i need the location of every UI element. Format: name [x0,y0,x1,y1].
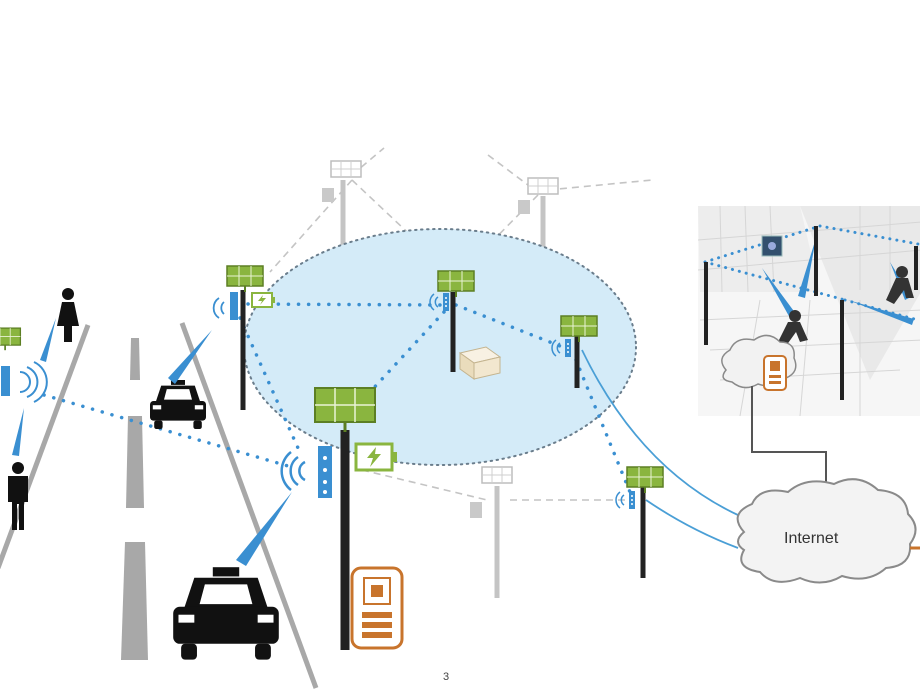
faded-streetlight-3 [470,466,513,598]
taxi-icon [150,380,206,429]
page-number: 3 [443,671,449,683]
streetlight-main [280,387,404,650]
road-edge-right [179,322,319,689]
wired-backhaul-links [581,349,741,549]
solar-panel-icon [226,265,264,293]
person-icon [778,310,808,346]
streetlight-a [212,265,275,410]
edge-server-icon [350,566,404,650]
indoor-tracking-inset [697,205,920,417]
sensor-icon [470,502,482,518]
solar-panel-icon [527,177,559,195]
internet-label: Internet [784,530,839,547]
battery-charging-icon [251,292,275,308]
solar-panel-icon [481,466,513,484]
lane-marking [130,338,140,380]
wireless-beams [12,318,292,566]
uplink-wires [751,386,827,494]
solar-panel-icon [626,466,664,494]
streetlight-d [615,466,664,578]
taxi-icon [173,567,279,660]
sensor-icon [518,200,530,214]
streetlight-c [551,315,598,388]
streetlight-left [0,327,48,403]
wifi-access-point-icon [280,446,332,498]
wifi-signal [212,297,225,319]
sensor-icon [322,188,334,202]
pedestrian-icon [57,288,79,342]
solar-panel-icon [330,160,362,178]
wifi-access-point-icon [230,292,238,320]
solar-panel-icon [314,387,376,432]
wifi-access-point-icon [1,366,10,396]
edge-server-icon [763,355,787,391]
streetlight-b [429,270,475,372]
router-box-icon [458,346,502,380]
road-edge-left [0,324,91,569]
solar-panel-icon [0,327,22,352]
battery-charging-icon [354,442,397,472]
internet-cloud-icon [736,478,917,584]
wifi-signal [19,361,48,403]
lane-marking [126,416,144,508]
lane-marking [121,542,148,660]
person-icon [886,266,914,304]
